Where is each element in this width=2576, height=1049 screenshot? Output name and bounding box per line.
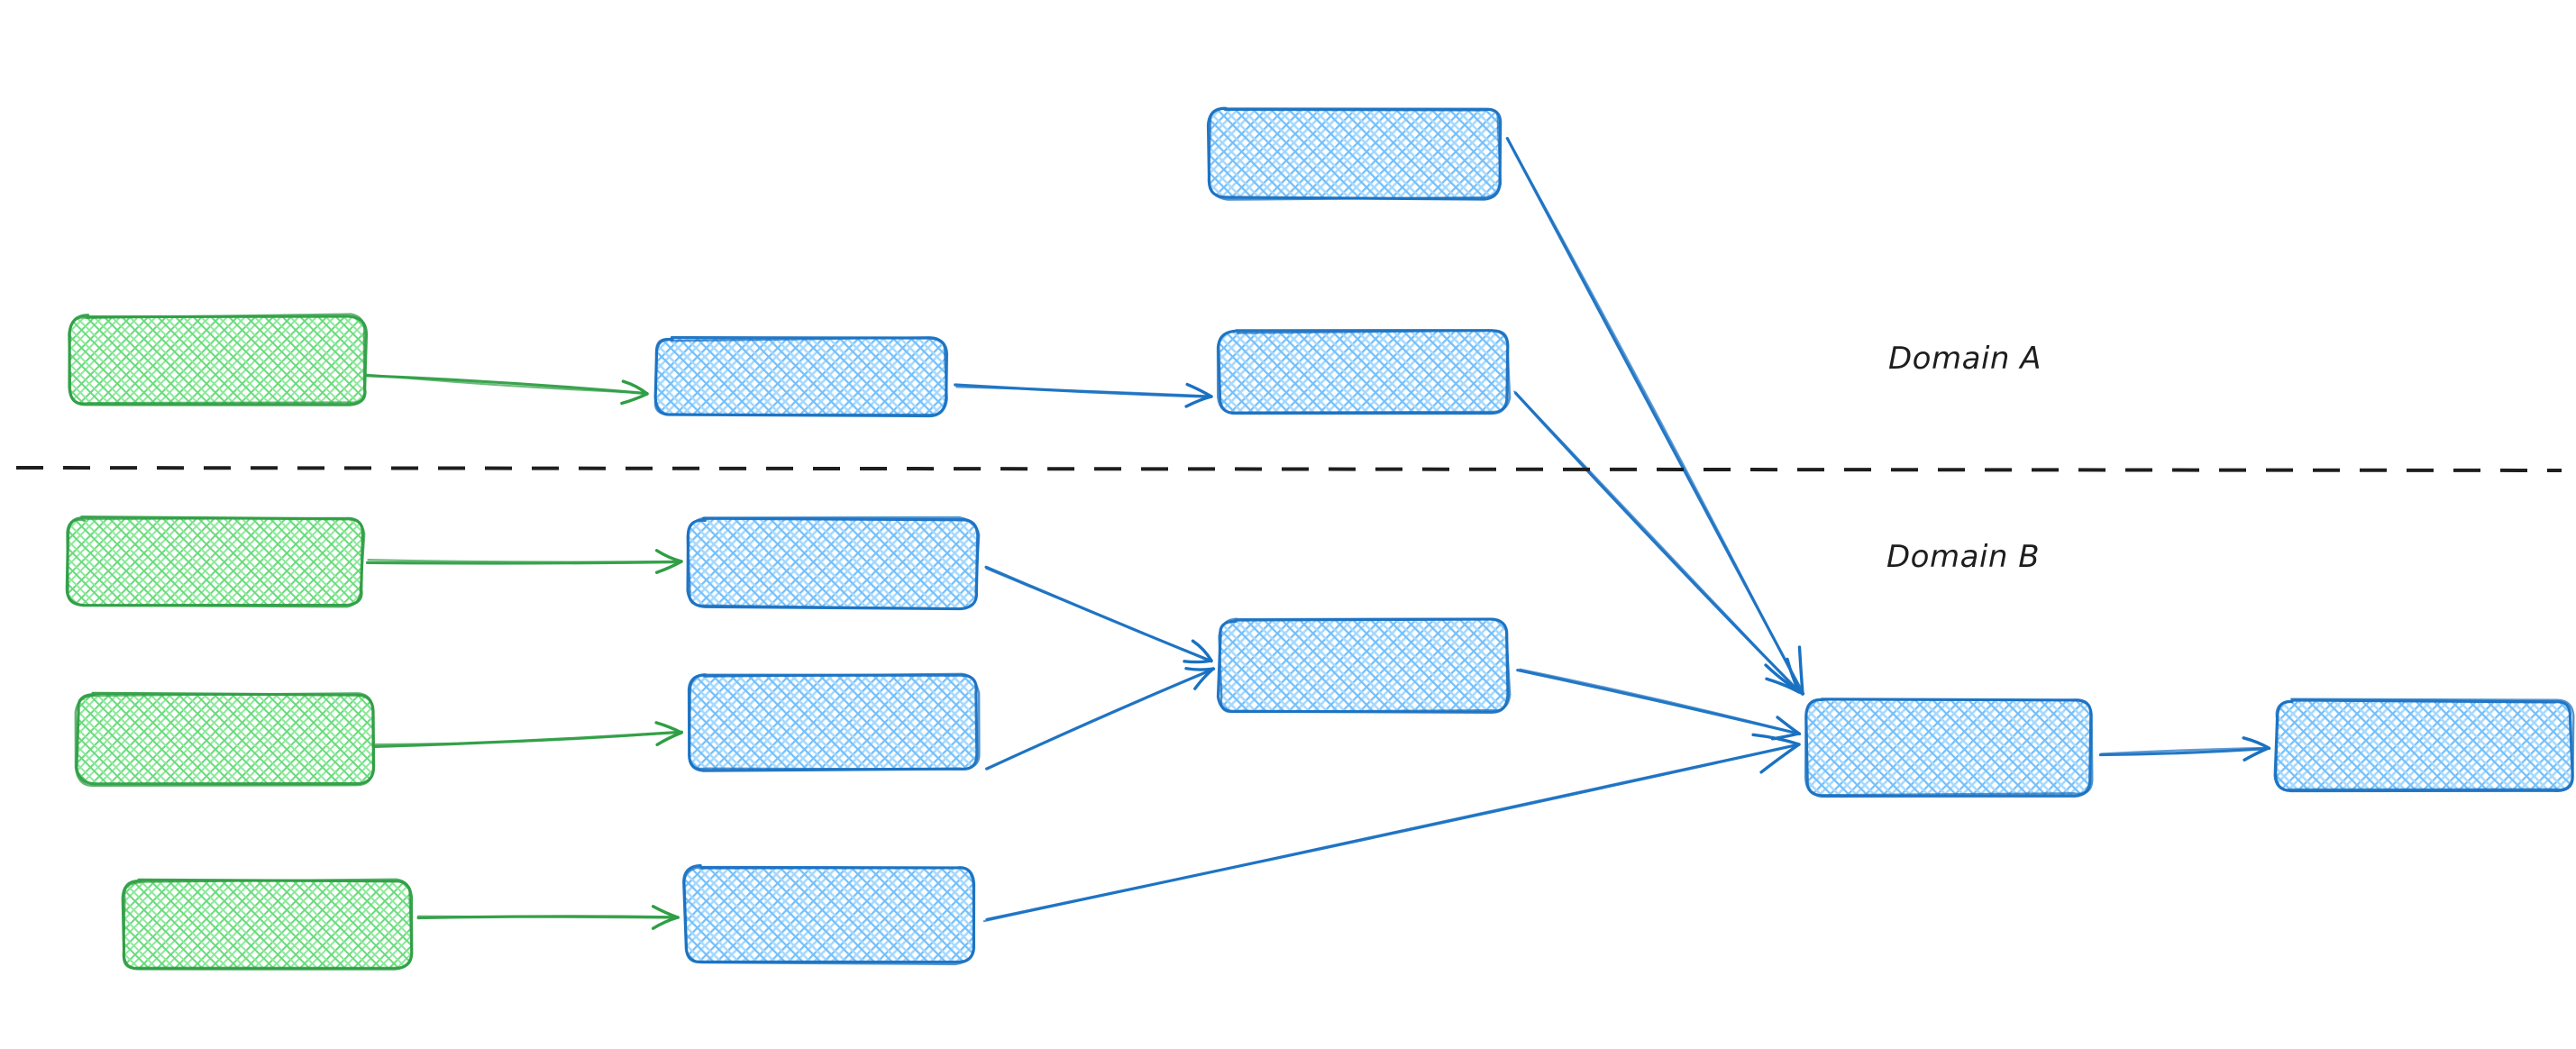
node-blue-mid[interactable] xyxy=(1216,617,1512,714)
node-layer xyxy=(65,106,2575,971)
node-green-b1[interactable] xyxy=(65,515,366,608)
edge-blue-b1-to-blue-mid[interactable] xyxy=(984,565,1213,664)
edge-blue-a-top-to-blue-hub[interactable] xyxy=(1505,136,1805,696)
edge-green-b2-to-blue-b2[interactable] xyxy=(373,721,683,749)
node-blue-a1[interactable] xyxy=(653,335,948,418)
domain-b-label: Domain B xyxy=(1886,539,2041,575)
edge-green-b3-to-blue-b3[interactable] xyxy=(416,905,681,930)
edge-green-b1-to-blue-b1[interactable] xyxy=(365,549,683,574)
node-blue-b3[interactable] xyxy=(682,863,976,966)
edge-layer xyxy=(365,136,2271,930)
domain-divider xyxy=(15,466,2562,472)
node-blue-out[interactable] xyxy=(2273,698,2575,793)
edge-blue-mid-to-blue-hub[interactable] xyxy=(1516,668,1802,741)
node-blue-hub[interactable] xyxy=(1804,698,2094,798)
node-blue-a-top[interactable] xyxy=(1206,106,1503,201)
edge-blue-a1-to-blue-a2[interactable] xyxy=(954,382,1213,408)
node-green-b2[interactable] xyxy=(74,691,376,788)
edge-blue-b2-to-blue-mid[interactable] xyxy=(985,667,1216,771)
node-green-b3[interactable] xyxy=(121,878,414,971)
node-green-a1[interactable] xyxy=(68,313,369,406)
edge-green-a1-to-blue-a1[interactable] xyxy=(365,373,649,406)
edge-blue-hub-to-blue-out[interactable] xyxy=(2098,736,2271,762)
node-blue-a2[interactable] xyxy=(1216,329,1512,415)
divider-layer xyxy=(15,466,2562,472)
node-blue-b2[interactable] xyxy=(687,672,981,772)
node-blue-b1[interactable] xyxy=(686,515,981,611)
domain-a-label: Domain A xyxy=(1888,341,2042,377)
edge-blue-b3-to-blue-hub[interactable] xyxy=(982,733,1801,923)
edge-blue-a2-to-blue-hub[interactable] xyxy=(1513,390,1801,694)
